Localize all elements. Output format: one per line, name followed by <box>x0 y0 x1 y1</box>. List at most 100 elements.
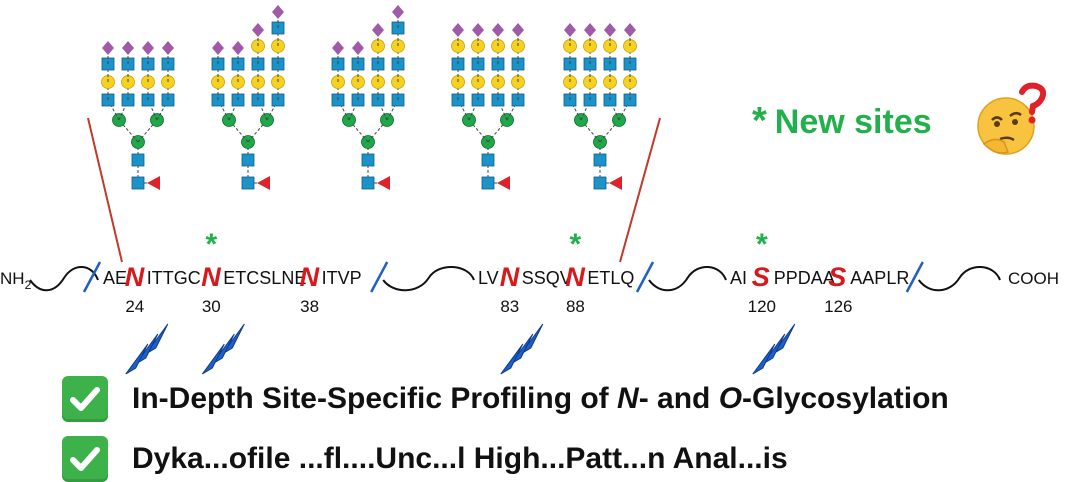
checkmark-icon <box>62 436 108 482</box>
residue-text: ETLQ <box>587 268 634 288</box>
check-text-part: O <box>718 382 743 415</box>
residue-text: AAPLR <box>850 268 909 288</box>
site-position-label: 38 <box>300 297 319 316</box>
glycan-linkage <box>506 99 519 121</box>
sialic-acid-diamond <box>122 41 134 55</box>
glycosite-residue: N <box>565 262 585 292</box>
check-row-1: In-Depth Site-Specific Profiling of N- a… <box>62 376 949 422</box>
fragment-spike <box>752 343 776 375</box>
check-text-part: -Glycosylation <box>742 382 949 415</box>
sialic-acid-diamond <box>512 23 524 37</box>
site-position-label: 30 <box>202 297 221 316</box>
glycan-linkage <box>156 99 169 121</box>
glycan-linkage <box>609 99 620 121</box>
glycosite-residue: S <box>752 262 770 292</box>
glycan-linkage <box>569 99 582 121</box>
sialic-acid-diamond <box>352 41 364 55</box>
new-sites-label: New sites <box>774 103 932 141</box>
sialic-acid-diamond <box>232 41 244 55</box>
new-site-star: * <box>570 228 582 261</box>
glycan-linkage <box>457 99 470 121</box>
zoom-lines <box>87 117 661 263</box>
sialic-acid-diamond <box>604 23 616 37</box>
sialic-acid-diamond <box>372 23 384 37</box>
glycan-linkage <box>348 99 359 121</box>
fucose-triangle <box>257 176 270 190</box>
linker-wave <box>382 265 475 292</box>
sialic-acid-diamond <box>584 23 596 37</box>
sialic-acid-diamond <box>472 23 484 37</box>
glycosite-residue: N <box>125 262 145 292</box>
residue-text: AE <box>103 268 127 288</box>
glycan-linkage <box>118 99 129 121</box>
check-text-part: - and <box>638 382 719 415</box>
glycosite-residue: N <box>201 262 221 292</box>
glycosite-residue: S <box>828 262 846 292</box>
fragment-spike-icon <box>201 323 245 375</box>
sialic-acid-diamond <box>162 41 174 55</box>
sialic-acid-diamond <box>492 23 504 37</box>
check-text-part: Dyka...ofile ...fl....Unc...l High...Pat… <box>132 442 788 475</box>
break-slash <box>635 261 655 293</box>
zoom-line-left <box>87 117 123 263</box>
check-text-profiling: In-Depth Site-Specific Profiling of N- a… <box>132 382 949 416</box>
site-position-label: 126 <box>824 297 852 316</box>
check-text-truncated: Dyka...ofile ...fl....Unc...l High...Pat… <box>132 442 788 476</box>
linker-wave <box>29 266 99 292</box>
core-hexnac-square <box>241 176 255 190</box>
residue-text: SSQV <box>522 268 572 288</box>
site-position-label: 88 <box>566 297 585 316</box>
thinking-face-question-icon <box>977 82 1047 155</box>
fragmentation-marks <box>125 323 796 375</box>
glycan-linkage <box>217 99 230 121</box>
site-position-label: 24 <box>125 297 144 316</box>
residue-text: LV <box>478 268 499 288</box>
c-terminus-label: COOH <box>1008 269 1059 288</box>
core-hexnac-square <box>593 153 607 167</box>
checkmark-icon <box>62 376 108 422</box>
glycan-linkage <box>386 99 399 121</box>
sialic-acid-diamond <box>392 5 404 19</box>
core-hexnac-square <box>131 176 145 190</box>
core-hexnac-square <box>481 153 495 167</box>
sialic-acid-diamond <box>452 23 464 37</box>
fragment-spike <box>500 343 524 375</box>
glycan-linkage <box>228 99 239 121</box>
fragment-spike-icon <box>500 323 544 375</box>
glycan-structures <box>101 5 637 190</box>
break-slash <box>905 261 924 293</box>
sialic-acid-diamond <box>252 23 264 37</box>
new-sites-legend: *New sites <box>752 100 932 143</box>
fucose-triangle <box>147 176 160 190</box>
new-sites-star: * <box>752 100 767 142</box>
n-terminus-label: NH2 <box>0 269 32 292</box>
glycan-linkage <box>580 99 591 121</box>
glycan-linkage <box>377 99 388 121</box>
fucose-triangle <box>377 176 390 190</box>
core-hexnac-square <box>593 176 607 190</box>
sialic-acid-diamond <box>624 23 636 37</box>
glycosite-residue: N <box>500 262 520 292</box>
break-slash <box>82 261 102 293</box>
linker-wave <box>648 266 727 292</box>
sialic-acid-diamond <box>564 23 576 37</box>
glycan-linkage <box>266 99 279 121</box>
residue-text: ITVP <box>322 268 362 288</box>
fragment-spike <box>201 343 225 375</box>
glycan-linkage <box>468 99 479 121</box>
sialic-acid-diamond <box>332 41 344 55</box>
fragment-spike-icon <box>125 323 169 375</box>
core-hexnac-square <box>241 153 255 167</box>
linker-wave <box>917 266 1001 292</box>
core-hexnac-square <box>361 153 375 167</box>
fucose-triangle <box>497 176 510 190</box>
check-row-2: Dyka...ofile ...fl....Unc...l High...Pat… <box>62 436 788 482</box>
site-position-label: 120 <box>748 297 776 316</box>
glycan-linkage <box>107 99 120 121</box>
residue-text: ETCSLNE <box>223 268 306 288</box>
check-text-part: In-Depth Site-Specific Profiling of <box>132 382 618 415</box>
sialic-acid-diamond <box>142 41 154 55</box>
glycan-linkage <box>497 99 508 121</box>
